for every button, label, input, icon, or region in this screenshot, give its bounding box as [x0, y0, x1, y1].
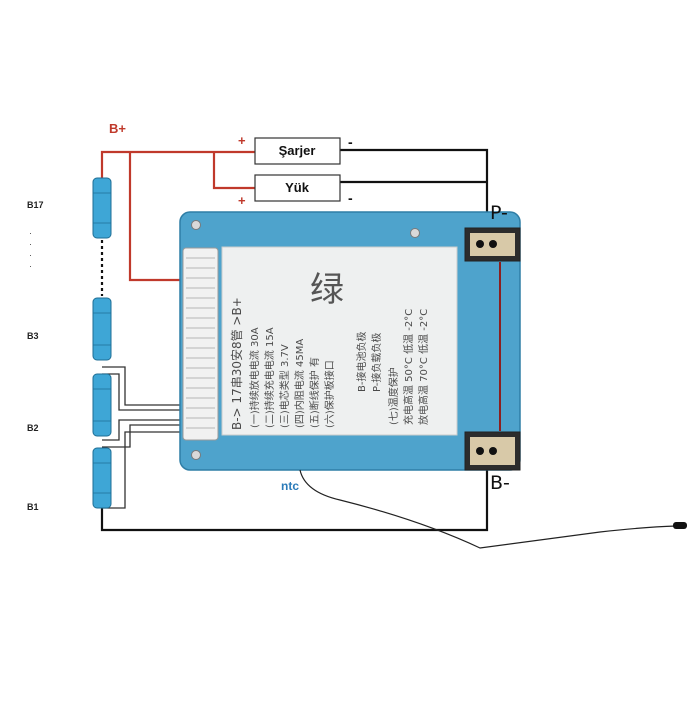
cell-b1 [92, 447, 112, 509]
board-right-line-5: 放电高温 70°C 低温 -2°C [419, 308, 430, 425]
supply-positive-label: B+ [109, 121, 126, 136]
positive-wiring [100, 150, 255, 282]
board-mark: 绿 [310, 270, 344, 310]
p-minus-terminal-label: P- [490, 202, 508, 224]
ntc-label: ntc [281, 479, 299, 493]
b-minus-terminal-label: B- [490, 472, 510, 494]
ntc-probe [299, 469, 687, 549]
load-label: Yük [285, 180, 309, 195]
cell-b17 [92, 177, 112, 239]
board-right-line-3: (七)温度保护 [389, 367, 400, 425]
cell-label-b2: B2 [27, 423, 39, 433]
board-right-line-1: B-接电池负极 [357, 331, 368, 392]
charger-plus-sign: + [238, 133, 246, 148]
bms-board [179, 211, 521, 471]
board-spec-line-3: (三)电芯类型 3.7V [280, 344, 291, 428]
cell-label-b1: B1 [27, 502, 39, 512]
balance-wiring [102, 366, 185, 509]
cell-label-b3: B3 [27, 331, 39, 341]
negative-wiring [100, 148, 489, 532]
charger-minus-sign: - [348, 134, 353, 150]
ellipsis-dots: · · · · [29, 228, 32, 271]
cell-b2 [92, 373, 112, 437]
board-spec-line-5: (五)断线保护 有 [310, 357, 321, 428]
board-spec-line-2: (二)持续充电电流 15A [265, 327, 276, 428]
board-spec-line-6: (六)保护板接口 [325, 360, 336, 428]
load-plus-sign: + [238, 193, 246, 208]
board-title-line: B-> 17串30安8管 >B+ [230, 297, 244, 430]
load-box [254, 174, 341, 202]
cell-label-b17: B17 [27, 200, 44, 210]
board-spec-line-4: (四)内阻电流 45MA [295, 338, 306, 428]
board-right-line-2: P-接负载负极 [372, 332, 383, 392]
board-right-line-4: 充电高温 50°C 低温 -2°C [404, 308, 415, 425]
board-spec-line-1: (一)持续放电电流 30A [250, 327, 261, 428]
cell-b3 [92, 297, 112, 361]
charger-box [254, 137, 341, 165]
charger-label: Şarjer [278, 143, 316, 158]
load-minus-sign: - [348, 190, 353, 206]
